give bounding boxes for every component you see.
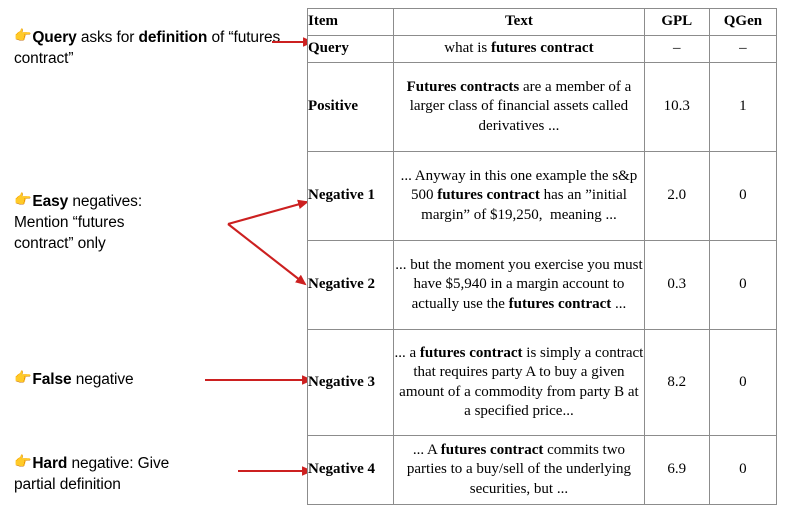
row-qgen-negative-3: 0 <box>708 329 778 436</box>
examples-table-container: Item Text GPL QGen Query what is futures… <box>306 8 778 505</box>
row-gpl-negative-1: 2.0 <box>643 151 710 241</box>
row-gpl-negative-3: 8.2 <box>643 329 710 436</box>
annotation-hard-negative: 👉Hard negative: Give partial definition <box>14 452 214 495</box>
annotation-easy-negatives-text: Easy negatives: Mention “futures contrac… <box>14 193 143 253</box>
pointing-hand-icon: 👉 <box>14 369 32 385</box>
row-text-negative-3: ... a futures contract is simply a contr… <box>393 329 645 436</box>
annotation-false-negative-text: False negative <box>32 371 134 388</box>
pointing-hand-icon: 👉 <box>14 27 32 43</box>
column-header-qgen: QGen <box>708 8 778 36</box>
row-qgen-negative-2: 0 <box>708 240 778 330</box>
pointing-hand-icon: 👉 <box>14 191 32 207</box>
examples-table: Item Text GPL QGen Query what is futures… <box>306 8 778 505</box>
table-row: Query what is futures contract – – <box>306 35 778 63</box>
row-qgen-query: – <box>708 35 778 63</box>
table-row: Negative 3 ... a futures contract is sim… <box>306 329 778 436</box>
row-gpl-positive: 10.3 <box>643 62 710 152</box>
annotation-easy-negatives: 👉Easy negatives: Mention “futures contra… <box>14 190 174 254</box>
table-row: Negative 1 ... Anyway in this one exampl… <box>306 151 778 241</box>
row-text-positive: Futures contracts are a member of a larg… <box>393 62 645 152</box>
row-gpl-query: – <box>643 35 710 63</box>
table-row: Negative 2 ... but the moment you exerci… <box>306 240 778 330</box>
annotation-query-text: Query asks for definition of “futures co… <box>14 29 281 68</box>
row-label-negative-3: Negative 3 <box>306 329 395 436</box>
column-header-item: Item <box>306 8 395 36</box>
row-qgen-negative-1: 0 <box>708 151 778 241</box>
row-label-negative-2: Negative 2 <box>306 240 395 330</box>
row-text-negative-4: ... A futures contract commits two parti… <box>393 435 645 505</box>
table-header-row: Item Text GPL QGen <box>306 8 778 36</box>
row-qgen-positive: 1 <box>708 62 778 152</box>
row-gpl-negative-4: 6.9 <box>643 435 710 505</box>
column-header-text: Text <box>393 8 645 36</box>
row-label-negative-1: Negative 1 <box>306 151 395 241</box>
row-label-negative-4: Negative 4 <box>306 435 395 505</box>
arrow-to-negative-1 <box>227 199 309 226</box>
row-gpl-negative-2: 0.3 <box>643 240 710 330</box>
pointing-hand-icon: 👉 <box>14 453 32 469</box>
table-row: Negative 4 ... A futures contract commit… <box>306 435 778 505</box>
table-row: Positive Futures contracts are a member … <box>306 62 778 152</box>
annotation-query: 👉Query asks for definition of “futures c… <box>14 26 282 69</box>
arrow-to-negative-2 <box>227 223 307 286</box>
row-text-query: what is futures contract <box>393 35 645 63</box>
row-qgen-negative-4: 0 <box>708 435 778 505</box>
row-text-negative-1: ... Anyway in this one example the s&p 5… <box>393 151 645 241</box>
row-label-positive: Positive <box>306 62 395 152</box>
row-text-negative-2: ... but the moment you exercise you must… <box>393 240 645 330</box>
row-label-query: Query <box>306 35 395 63</box>
annotation-hard-negative-text: Hard negative: Give partial definition <box>14 455 170 494</box>
annotation-false-negative: 👉False negative <box>14 368 194 390</box>
column-header-gpl: GPL <box>643 8 710 36</box>
